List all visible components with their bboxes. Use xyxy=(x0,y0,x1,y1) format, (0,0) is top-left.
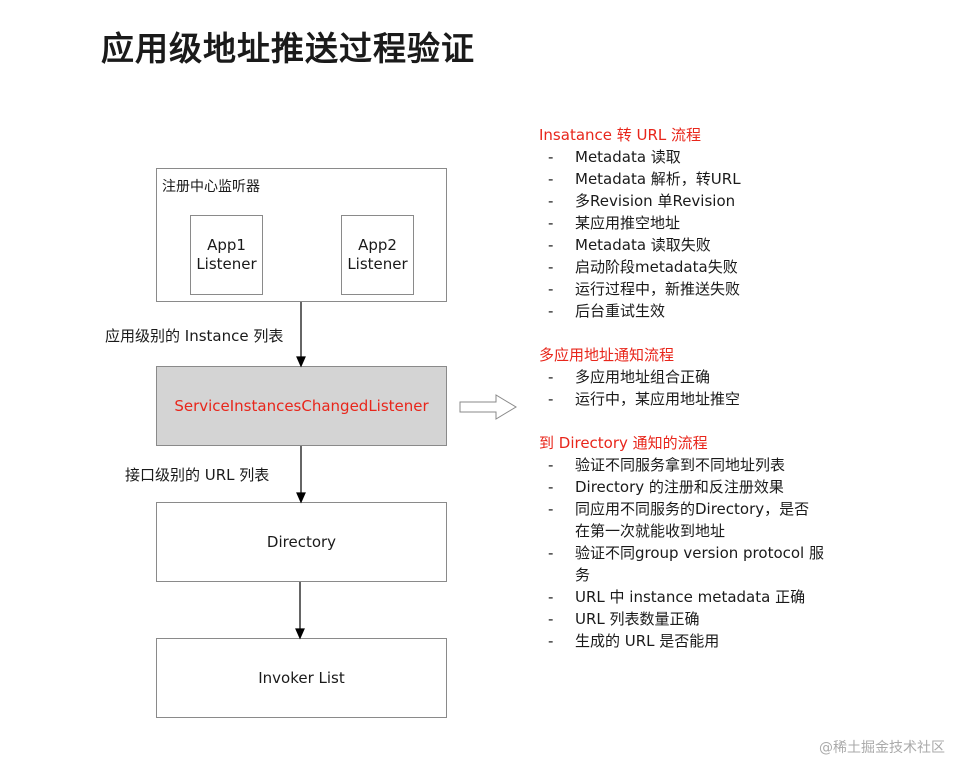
arrowhead-registry-to-service xyxy=(296,356,306,368)
app1-listener-name: App1 xyxy=(207,236,246,254)
page-title: 应用级地址推送过程验证 xyxy=(101,29,475,68)
service-instances-listener-label: ServiceInstancesChangedListener xyxy=(174,397,429,415)
list-item: 验证不同group version protocol 服 xyxy=(539,542,839,564)
section-title: 到 Directory 通知的流程 xyxy=(539,434,708,452)
list-item: 验证不同服务拿到不同地址列表 xyxy=(539,454,839,476)
list-item: 多Revision 单Revision xyxy=(539,190,839,212)
app2-listener-type: Listener xyxy=(347,255,408,273)
directory-label: Directory xyxy=(266,533,337,551)
list-item: 运行过程中，新推送失败 xyxy=(539,278,839,300)
list-item: URL 中 instance metadata 正确 xyxy=(539,586,839,608)
list-item: 某应用推空地址 xyxy=(539,212,839,234)
list-item: 生成的 URL 是否能用 xyxy=(539,630,839,652)
list-item: 启动阶段metadata失败 xyxy=(539,256,839,278)
service-instances-listener-box: ServiceInstancesChangedListener xyxy=(156,366,447,446)
list-item: Directory 的注册和反注册效果 xyxy=(539,476,839,498)
section-title: Insatance 转 URL 流程 xyxy=(539,126,702,144)
app2-listener-name: App2 xyxy=(358,236,397,254)
verification-notes: Insatance 转 URL 流程 Metadata 读取 Metadata … xyxy=(539,124,839,674)
invoker-list-box: Invoker List xyxy=(156,638,447,718)
list-item: Metadata 读取失败 xyxy=(539,234,839,256)
arrowhead-directory-to-invoker xyxy=(295,628,305,640)
list-item: 运行中，某应用地址推空 xyxy=(539,388,839,410)
app1-listener-type: Listener xyxy=(196,255,257,273)
list-item: 多应用地址组合正确 xyxy=(539,366,839,388)
section-multi-app-notify: 多应用地址通知流程 多应用地址组合正确 运行中，某应用地址推空 xyxy=(539,344,839,410)
arrowhead-service-to-directory xyxy=(296,492,306,504)
watermark: @稀土掘金技术社区 xyxy=(819,740,945,756)
registry-listener-box: 注册中心监听器 App1 Listener App2 Listener xyxy=(156,168,447,302)
section-instance-to-url: Insatance 转 URL 流程 Metadata 读取 Metadata … xyxy=(539,124,839,322)
list-item: URL 列表数量正确 xyxy=(539,608,839,630)
list-item: 务 xyxy=(575,566,591,584)
invoker-list-label: Invoker List xyxy=(258,669,345,687)
section-title: 多应用地址通知流程 xyxy=(539,346,675,364)
directory-box: Directory xyxy=(156,502,447,582)
list-item: 在第一次就能收到地址 xyxy=(575,522,726,540)
list-item: Metadata 解析，转URL xyxy=(539,168,839,190)
section-directory-notify: 到 Directory 通知的流程 验证不同服务拿到不同地址列表 Directo… xyxy=(539,432,839,652)
list-item: 同应用不同服务的Directory，是否 xyxy=(539,498,839,520)
url-list-edge-label: 接口级别的 URL 列表 xyxy=(125,466,270,484)
list-item: Metadata 读取 xyxy=(539,146,839,168)
instance-list-edge-label: 应用级别的 Instance 列表 xyxy=(105,327,284,345)
registry-label: 注册中心监听器 xyxy=(162,179,260,195)
list-item: 后台重试生效 xyxy=(539,300,839,322)
hollow-right-arrow-icon xyxy=(459,394,517,420)
app1-listener-box: App1 Listener xyxy=(190,215,263,295)
app2-listener-box: App2 Listener xyxy=(341,215,414,295)
